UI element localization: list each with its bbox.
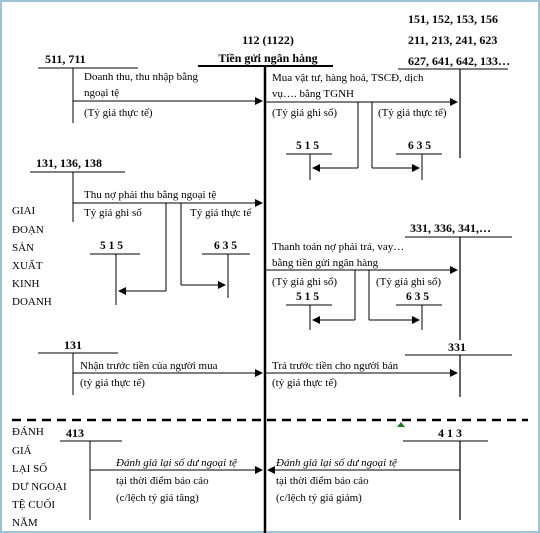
revalue-left-line2: tại thời điểm báo cáo	[116, 475, 209, 487]
green-marker	[397, 422, 405, 427]
purchase-label-line1: Mua vật tư, hàng hoá, TSCĐ, dịch	[272, 72, 424, 84]
stage-label-revaluation: ĐÁNH GIÁ LẠI SỐ DƯ NGOẠI TỆ CUỐI NĂM	[12, 426, 67, 529]
advance-right-code: 331	[448, 340, 466, 354]
purchase-book-rate: (Tỷ giá ghi sổ)	[272, 107, 337, 119]
advance-left-rate: (tỷ giá thực tế)	[80, 377, 145, 389]
pay-book-rate-1: (Tỷ giá ghi sổ)	[272, 276, 337, 288]
purchase-actual-rate: (Tỷ giá thực tế)	[378, 107, 447, 119]
center-account-title: Tiền gửi ngân hàng	[218, 51, 317, 65]
revenue-label-line2: ngoại tệ	[84, 87, 119, 99]
revalue-left-line1: Đánh giá lại số dư ngoại tệ	[115, 457, 237, 469]
svg-text:GIAI: GIAI	[12, 205, 36, 217]
advance-left-code: 131	[64, 338, 82, 352]
collect-label: Thu nợ phải thu bằng ngoại tệ	[84, 189, 216, 201]
pay-635-code: 6 3 5	[406, 291, 429, 303]
svg-text:SẢN: SẢN	[12, 242, 34, 254]
svg-text:GIÁ: GIÁ	[12, 445, 32, 457]
revalue-right-line1: Đánh giá lại số dư ngoại tệ	[275, 457, 397, 469]
pay-book-rate-2: (Tỷ giá ghi sổ)	[376, 276, 441, 288]
pay-515-code: 5 1 5	[296, 291, 319, 303]
purchase-515-code: 5 1 5	[296, 140, 319, 152]
revalue-right-code: 4 1 3	[438, 426, 462, 440]
svg-text:ĐÁNH: ĐÁNH	[12, 426, 44, 438]
revalue-left-code: 413	[66, 426, 84, 440]
collect-book-rate: Tỷ giá ghi sổ	[84, 207, 142, 219]
svg-text:TỆ CUỐI: TỆ CUỐI	[12, 498, 55, 511]
revenue-rate: (Tỷ giá thực tế)	[84, 107, 153, 119]
revalue-left-line3: (c/lệch tỷ giá tăng)	[116, 492, 199, 504]
revenue-label-line1: Doanh thu, thu nhập bằng	[84, 71, 198, 83]
collect-actual-rate: Tỷ giá thực tế	[190, 207, 252, 219]
payable-codes: 331, 336, 341,…	[410, 221, 491, 235]
pay-label-line2: bằng tiền gửi ngân hàng	[272, 257, 379, 269]
right-codes-row-3: 627, 641, 642, 133…	[408, 54, 510, 68]
advance-right-label: Trả trước tiền cho người bán	[272, 360, 399, 372]
left-codes-511: 511, 711	[45, 52, 86, 66]
purchase-635-code: 6 3 5	[408, 140, 431, 152]
pay-label-line1: Thanh toán nợ phải trả, vay…	[272, 241, 404, 253]
svg-text:ĐOẠN: ĐOẠN	[12, 224, 44, 236]
receivable-codes: 131, 136, 138	[36, 156, 102, 170]
right-codes-row-1: 151, 152, 153, 156	[408, 12, 498, 26]
svg-text:LẠI SỐ: LẠI SỐ	[12, 462, 47, 475]
collect-515-code: 5 1 5	[100, 240, 123, 252]
revalue-right-line2: tại thời điểm báo cáo	[276, 475, 369, 487]
svg-text:XUẤT: XUẤT	[12, 259, 43, 272]
purchase-label-line2: vụ…. bằng TGNH	[272, 88, 354, 100]
svg-text:KINH: KINH	[12, 278, 40, 290]
svg-text:DƯ NGOẠI: DƯ NGOẠI	[12, 481, 67, 493]
center-account-code: 112 (1122)	[242, 33, 294, 47]
svg-text:NĂM: NĂM	[12, 517, 38, 529]
advance-left-label: Nhận trước tiền của người mua	[80, 360, 218, 372]
stage-label-production: GIAI ĐOẠN SẢN XUẤT KINH DOANH	[12, 205, 52, 308]
collect-635-code: 6 3 5	[214, 240, 237, 252]
revalue-right-line3: (c/lệch tỷ giá giảm)	[276, 492, 362, 504]
svg-text:DOANH: DOANH	[12, 296, 52, 308]
advance-right-rate: (tỷ giá thực tế)	[272, 377, 337, 389]
right-codes-row-2: 211, 213, 241, 623	[408, 33, 497, 47]
